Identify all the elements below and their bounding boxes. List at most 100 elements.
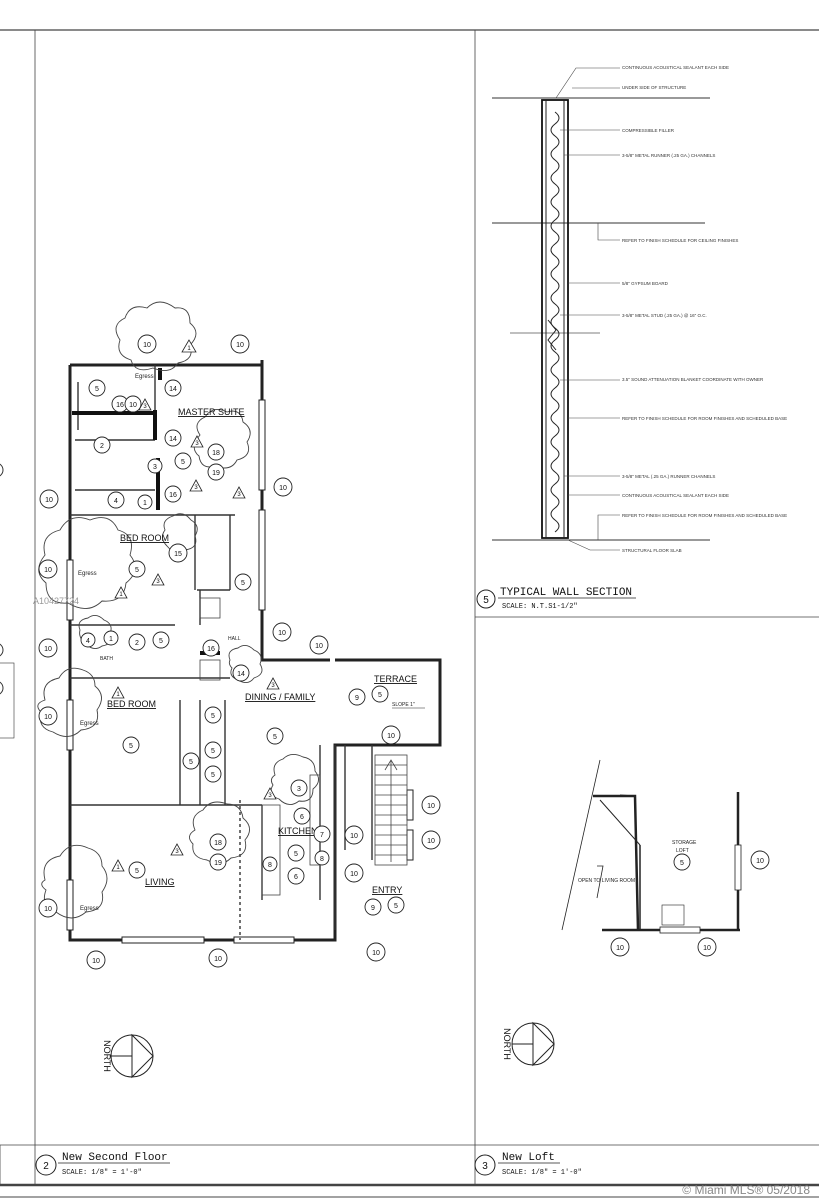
tag: 5 [174, 452, 192, 470]
tag: 10 [756, 858, 764, 865]
tag: 10 [38, 638, 58, 658]
room-living: LIVING [145, 877, 175, 887]
north-arrow: NORTH [102, 1033, 154, 1079]
tag: 1 [103, 630, 119, 646]
tag: 6 [293, 807, 311, 825]
tag: 5 [204, 741, 222, 759]
tag: 10 [309, 635, 329, 655]
svg-text:5: 5 [241, 580, 245, 587]
svg-text:1: 1 [116, 692, 120, 698]
room-hall: HALL [228, 636, 241, 642]
tag: 10 [273, 477, 293, 497]
svg-text:3: 3 [156, 579, 160, 585]
svg-text:10: 10 [44, 714, 52, 721]
storage-label: STORAGE [672, 840, 697, 846]
svg-text:1: 1 [119, 592, 123, 598]
svg-text:5: 5 [394, 903, 398, 910]
second-floor-plan: Egress Egress Egress Egress MASTER SUITE… [37, 301, 442, 970]
svg-text:2: 2 [100, 443, 104, 450]
svg-text:3: 3 [297, 786, 301, 793]
svg-text:5: 5 [211, 772, 215, 779]
svg-text:15: 15 [174, 551, 182, 558]
svg-text:2: 2 [135, 640, 139, 647]
svg-text:3: 3 [268, 793, 272, 799]
svg-text:6: 6 [294, 874, 298, 881]
tag: 5 [152, 631, 170, 649]
window-frames [66, 399, 414, 944]
left-edge-tags [0, 463, 15, 739]
svg-text:10: 10 [427, 803, 435, 810]
tag: 10 [86, 950, 106, 970]
svg-text:3: 3 [153, 464, 157, 471]
room-bed-room-2: BED ROOM [107, 699, 156, 709]
insulation-squiggle [550, 111, 560, 533]
svg-text:10: 10 [143, 342, 151, 349]
svg-text:18: 18 [212, 450, 220, 457]
svg-text:7: 7 [320, 832, 324, 839]
svg-text:10: 10 [45, 497, 53, 504]
tag: 5 [204, 765, 222, 783]
svg-text:10: 10 [427, 838, 435, 845]
note: CONTINUOUS ACOUSTICAL SEALANT EACH SIDE [622, 65, 729, 70]
title-number: 2 [43, 1161, 49, 1172]
svg-text:10: 10 [92, 958, 100, 965]
svg-text:1: 1 [116, 865, 120, 871]
tag: 10 [208, 948, 228, 968]
loft-label: LOFT [676, 848, 689, 854]
tag: 3 [290, 779, 308, 797]
title-scale: SCALE: N.T.S1-1/2" [502, 603, 578, 611]
svg-text:14: 14 [169, 386, 177, 393]
svg-text:10: 10 [44, 567, 52, 574]
svg-text:8: 8 [320, 856, 324, 863]
tag: 5 [680, 860, 684, 867]
loft-plan: STORAGE LOFT 5 OPEN TO LIVING ROOM 10 10… [561, 759, 770, 957]
svg-text:5: 5 [294, 851, 298, 858]
svg-text:10: 10 [236, 342, 244, 349]
tag: 5 [371, 685, 389, 703]
title-second-floor: 2 New Second Floor SCALE: 1/8" = 1'-0" [35, 1152, 170, 1177]
svg-text:1: 1 [187, 346, 191, 352]
wall-section-notes: CONTINUOUS ACOUSTICAL SEALANT EACH SIDE … [622, 65, 787, 553]
tag: 19 [207, 463, 225, 481]
room-kitchen: KITCHEN [278, 826, 318, 836]
tag: 5 [204, 706, 222, 724]
tag: 10 [421, 830, 441, 850]
svg-text:19: 19 [214, 860, 222, 867]
room-bed-room-1: BED ROOM [120, 533, 169, 543]
svg-text:5: 5 [135, 567, 139, 574]
egress-label: Egress [78, 571, 97, 577]
svg-text:10: 10 [129, 402, 137, 409]
svg-text:14: 14 [237, 671, 245, 678]
tag: 10 [38, 706, 58, 726]
room-master-suite: MASTER SUITE [178, 407, 245, 417]
title-loft: 3 New Loft SCALE: 1/8" = 1'-0" [474, 1152, 582, 1177]
svg-text:10: 10 [387, 733, 395, 740]
tag: 10 [137, 334, 157, 354]
open-to-living-label: OPEN TO LIVING ROOM [578, 878, 635, 884]
svg-text:10: 10 [315, 643, 323, 650]
note: REFER TO FINISH SCHEDULE FOR ROOM FINISH… [622, 416, 787, 421]
north-label: NORTH [502, 1028, 512, 1060]
svg-text:5: 5 [211, 713, 215, 720]
slope-note: SLOPE 1" [392, 702, 415, 708]
svg-text:3: 3 [175, 849, 179, 855]
north-arrow-loft: NORTH [502, 1021, 555, 1067]
sheet-frame [0, 29, 819, 1198]
svg-text:5: 5 [135, 868, 139, 875]
svg-text:3: 3 [195, 441, 199, 447]
tag: 10 [366, 942, 386, 962]
note: 3-5/8" METAL STUD (.25 GA.) @ 16" O.C. [622, 313, 707, 318]
tag: 5 [88, 379, 106, 397]
tag: 10 [38, 898, 58, 918]
svg-text:5: 5 [129, 743, 133, 750]
tag: 10 [344, 825, 364, 845]
small-labels: BATH HALL SLOPE 1" [100, 636, 415, 708]
tag: 9 [348, 688, 366, 706]
egress-label: Egress [135, 374, 154, 380]
svg-text:3: 3 [271, 683, 275, 689]
tag: 10 [272, 622, 292, 642]
tag: 16 [164, 485, 182, 503]
tag: 5 [128, 861, 146, 879]
tag: 14 [164, 429, 182, 447]
